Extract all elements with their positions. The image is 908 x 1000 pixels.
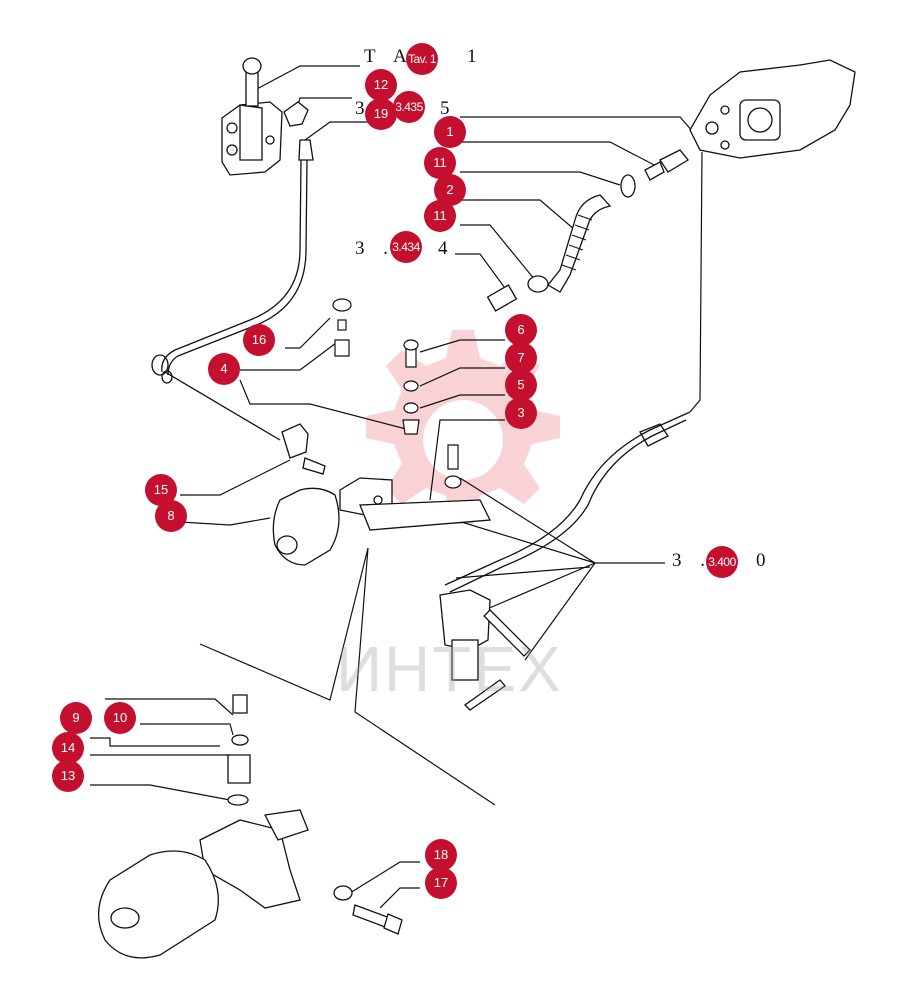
- pipe-left: [151, 159, 308, 441]
- callout-3400[interactable]: 3.400: [706, 546, 738, 578]
- callout-12[interactable]: 12: [365, 69, 397, 101]
- watermark-text: ИНТЕХ: [336, 633, 563, 705]
- corrugated-hose: [486, 174, 636, 312]
- callout-9[interactable]: 9: [60, 702, 92, 734]
- ref-3434-suffix: 4: [438, 238, 455, 259]
- small-parts: [332, 298, 462, 489]
- ref-tav-suffix: 1: [467, 46, 484, 67]
- ref-3400-prefix: 3 .: [672, 550, 712, 571]
- callout-16[interactable]: 16: [243, 324, 275, 356]
- ref-3400-suffix: 0: [756, 550, 773, 571]
- accumulator-assembly: [272, 423, 492, 566]
- right-line: [444, 411, 691, 593]
- callout-13[interactable]: 13: [52, 760, 84, 792]
- ref-3435-suffix: 5: [440, 98, 457, 119]
- callout-11-top[interactable]: 11: [424, 147, 456, 179]
- callout-18[interactable]: 18: [425, 839, 457, 871]
- callout-10[interactable]: 10: [104, 702, 136, 734]
- ref-3435-prefix: 3: [355, 98, 372, 119]
- callout-3435[interactable]: 3.435: [393, 91, 425, 123]
- callout-14[interactable]: 14: [52, 732, 84, 764]
- ref-tav: T A: [364, 46, 414, 67]
- filter-drawing: [439, 589, 531, 711]
- callout-7[interactable]: 7: [505, 342, 537, 374]
- callout-11-bottom[interactable]: 11: [424, 200, 456, 232]
- lower-bracket: [97, 694, 403, 959]
- callout-6[interactable]: 6: [505, 314, 537, 346]
- leader-lines: [90, 65, 703, 909]
- callout-1[interactable]: 1: [434, 116, 466, 148]
- callout-17[interactable]: 17: [425, 867, 457, 899]
- callout-4[interactable]: 4: [208, 353, 240, 385]
- control-valve-drawing: [221, 57, 314, 176]
- ref-3434-prefix: 3 .: [355, 238, 395, 259]
- callout-3[interactable]: 3: [505, 397, 537, 429]
- callout-tav[interactable]: Tav. 1: [406, 43, 438, 75]
- callout-5[interactable]: 5: [505, 369, 537, 401]
- callout-3434[interactable]: 3.434: [390, 231, 422, 263]
- callout-19[interactable]: 19: [365, 98, 397, 130]
- callout-8[interactable]: 8: [155, 500, 187, 532]
- pump-drawing: [644, 59, 856, 181]
